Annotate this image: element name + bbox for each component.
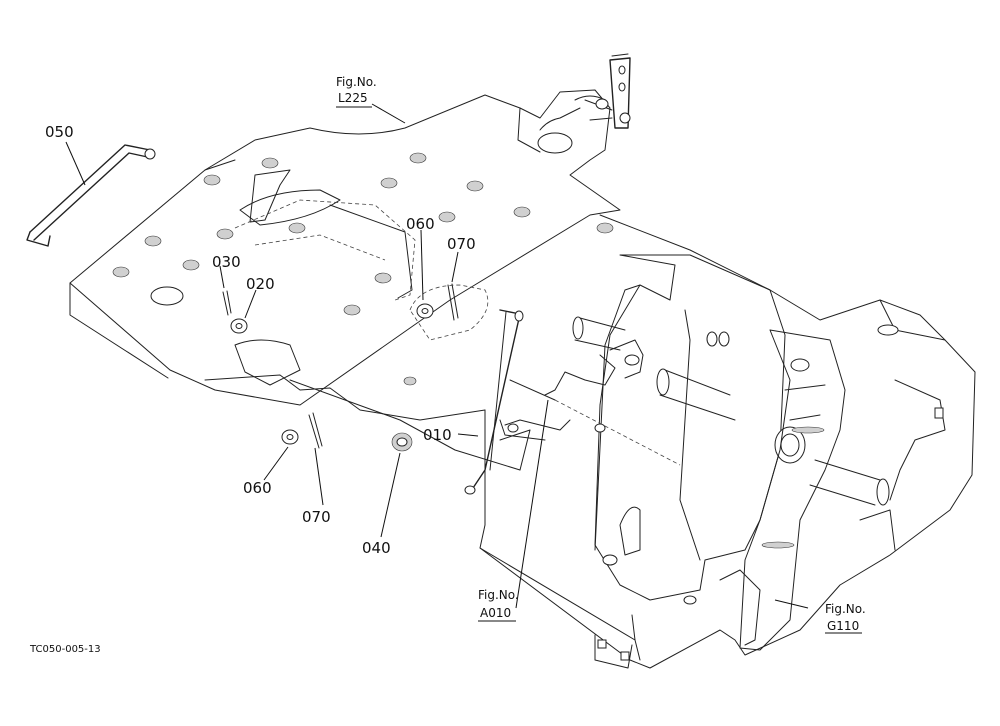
part-070-cotter-pin-lower (308, 412, 323, 449)
fig-ref-a010: Fig.No. A010 (478, 588, 519, 620)
drawing-code: TC050-005-13 (29, 644, 101, 655)
right-bracket-plate (719, 329, 896, 651)
part-010-rod (464, 309, 524, 495)
part-060-washer-upper (416, 303, 434, 319)
part-020-washer (230, 318, 248, 334)
label-060-upper: 060 (406, 215, 435, 233)
label-070-upper: 070 (447, 235, 476, 253)
fig-ref-a010-number: A010 (480, 606, 511, 620)
main-frame (479, 214, 976, 669)
fig-ref-g110-number: G110 (827, 619, 859, 633)
step-plate (69, 89, 621, 406)
plate-lower-flange (204, 339, 521, 471)
fig-ref-a010-label: Fig.No. (478, 588, 519, 602)
part-050-rod (26, 144, 156, 247)
part-070-cotter-pin-upper (409, 283, 489, 341)
label-030: 030 (212, 253, 241, 271)
fig-ref-l225-label: Fig.No. (336, 75, 377, 89)
part-030-pin (222, 290, 232, 316)
cross-shafts (572, 316, 890, 506)
upper-right-post (584, 53, 631, 129)
fig-ref-l225: Fig.No. L225 (336, 75, 377, 105)
label-070-lower: 070 (302, 508, 331, 526)
label-040: 040 (362, 539, 391, 557)
plate-bosses (112, 152, 614, 386)
label-060-lower: 060 (243, 479, 272, 497)
leader-lines (65, 103, 862, 634)
part-060-washer-lower (281, 429, 299, 445)
fig-ref-g110: Fig.No. G110 (825, 602, 866, 633)
upper-link-arm (499, 339, 681, 466)
part-040-bushing (391, 432, 413, 452)
pedal-bracket (594, 254, 786, 605)
frame-feet (594, 614, 636, 669)
label-010: 010 (423, 426, 452, 444)
label-050: 050 (45, 123, 74, 141)
label-020: 020 (246, 275, 275, 293)
fig-ref-l225-number: L225 (338, 91, 368, 105)
fig-ref-g110-label: Fig.No. (825, 602, 866, 616)
